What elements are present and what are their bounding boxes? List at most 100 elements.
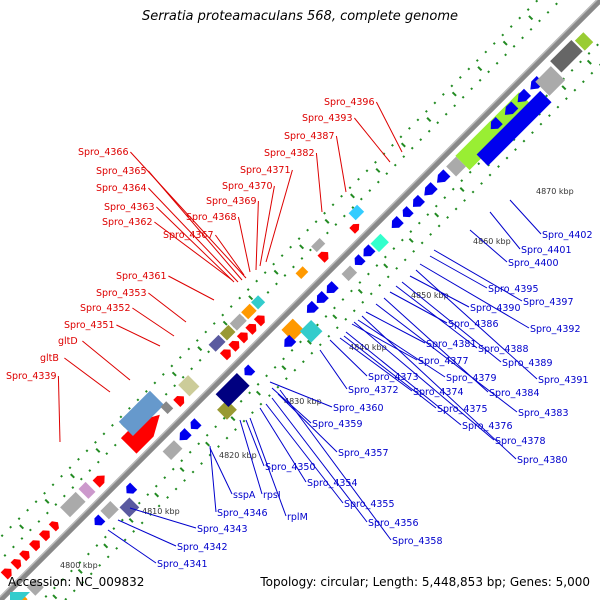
major-tick (248, 295, 254, 301)
tick-dot (136, 398, 140, 402)
forward-gene (348, 204, 365, 221)
forward-gene (228, 340, 240, 352)
tick-dot (178, 356, 182, 359)
forward-gene (178, 375, 200, 397)
reverse-gene (244, 364, 256, 376)
forward-gene (251, 295, 266, 310)
tick-dot (144, 389, 148, 393)
tick-dot (344, 317, 348, 321)
kbp-label: 4850 kbp (411, 291, 449, 300)
forward-gene (236, 332, 248, 344)
reverse-gene-label: Spro_4354 (307, 478, 358, 489)
tick-dot (504, 53, 507, 57)
reverse-gene (281, 318, 305, 342)
major-tick (477, 66, 483, 72)
tick-dot (410, 146, 414, 150)
tick-dot (497, 165, 500, 168)
tick-dot (484, 50, 488, 54)
tick-dot (327, 334, 331, 338)
leader-line (361, 315, 517, 460)
tick-dot (77, 457, 80, 461)
leader-line (239, 419, 263, 495)
reverse-gene (126, 482, 138, 494)
forward-gene-label: Spro_4364 (96, 183, 147, 194)
tick-dot (105, 452, 109, 456)
reverse-gene (354, 254, 366, 266)
tick-dot (137, 501, 141, 505)
leader-line (319, 349, 348, 390)
major-tick (357, 288, 363, 294)
tick-dot (335, 326, 339, 330)
tick-dot (198, 358, 202, 362)
forward-gene-label: Spro_4365 (96, 166, 147, 177)
major-tick (77, 568, 83, 574)
tick-dot (443, 196, 447, 200)
tick-dot (531, 131, 534, 135)
reverse-gene (100, 501, 119, 520)
tick-dot (276, 385, 280, 389)
reverse-gene (94, 514, 106, 526)
tick-dot (309, 248, 312, 252)
reverse-gene-label: Spro_4378 (495, 436, 546, 447)
forward-gene (10, 559, 22, 570)
tick-dot (0, 534, 4, 538)
tick-dot (26, 508, 29, 512)
forward-gene (241, 303, 257, 320)
tick-dot (103, 535, 107, 539)
reverse-gene (119, 497, 140, 518)
leader-line (64, 357, 111, 393)
major-tick (324, 218, 330, 224)
tick-dot (181, 375, 185, 379)
forward-gene (173, 395, 185, 407)
leader-line (265, 403, 344, 504)
tick-dot (480, 182, 483, 185)
leader-line (429, 255, 488, 289)
reverse-gene-label: Spro_4391 (538, 375, 589, 386)
tick-dot (173, 384, 177, 388)
forward-gene (229, 313, 247, 331)
kbp-label: 4860 kbp (473, 237, 511, 246)
tick-dot (246, 288, 250, 291)
forward-gene-label: gltB (40, 353, 59, 364)
forward-gene (208, 334, 226, 352)
major-tick (561, 85, 567, 91)
reverse-gene (476, 90, 552, 166)
reverse-gene (299, 319, 323, 343)
reverse-gene (574, 32, 594, 51)
forward-gene (349, 223, 360, 234)
tick-dot (221, 313, 225, 317)
reverse-gene (402, 206, 414, 218)
forward-gene-label: gltD (58, 336, 78, 347)
reverse-gene-label: Spro_4379 (446, 373, 497, 384)
leader-line (395, 285, 478, 349)
tick-dot (453, 104, 457, 108)
tick-dot (197, 442, 201, 446)
tick-dot (318, 343, 322, 347)
tick-dot (365, 169, 369, 173)
major-tick (586, 59, 592, 65)
major-tick (451, 91, 457, 97)
tick-dot (587, 51, 591, 55)
edge-gene (10, 592, 30, 600)
reverse-gene (504, 101, 519, 115)
tick-dot (436, 121, 440, 125)
tick-dot (299, 340, 302, 344)
tick-dot (378, 283, 382, 287)
reverse-gene (326, 281, 339, 294)
reverse-gene (326, 281, 339, 294)
reverse-gene (215, 373, 250, 407)
tick-dot (88, 469, 92, 473)
forward-gene (348, 204, 365, 221)
tick-dot (3, 554, 7, 557)
forward-gene (251, 295, 266, 310)
reverse-gene-label: Spro_4401 (521, 245, 572, 256)
tick-dot (429, 233, 433, 236)
tick-dot (477, 162, 481, 166)
forward-gene-label: Spro_4370 (222, 181, 273, 192)
tick-dot (163, 476, 167, 480)
forward-gene (28, 540, 40, 552)
tick-dot (282, 357, 285, 361)
forward-gene (0, 568, 12, 580)
forward-gene-label: Spro_4396 (324, 97, 375, 108)
tick-dot (426, 213, 430, 217)
